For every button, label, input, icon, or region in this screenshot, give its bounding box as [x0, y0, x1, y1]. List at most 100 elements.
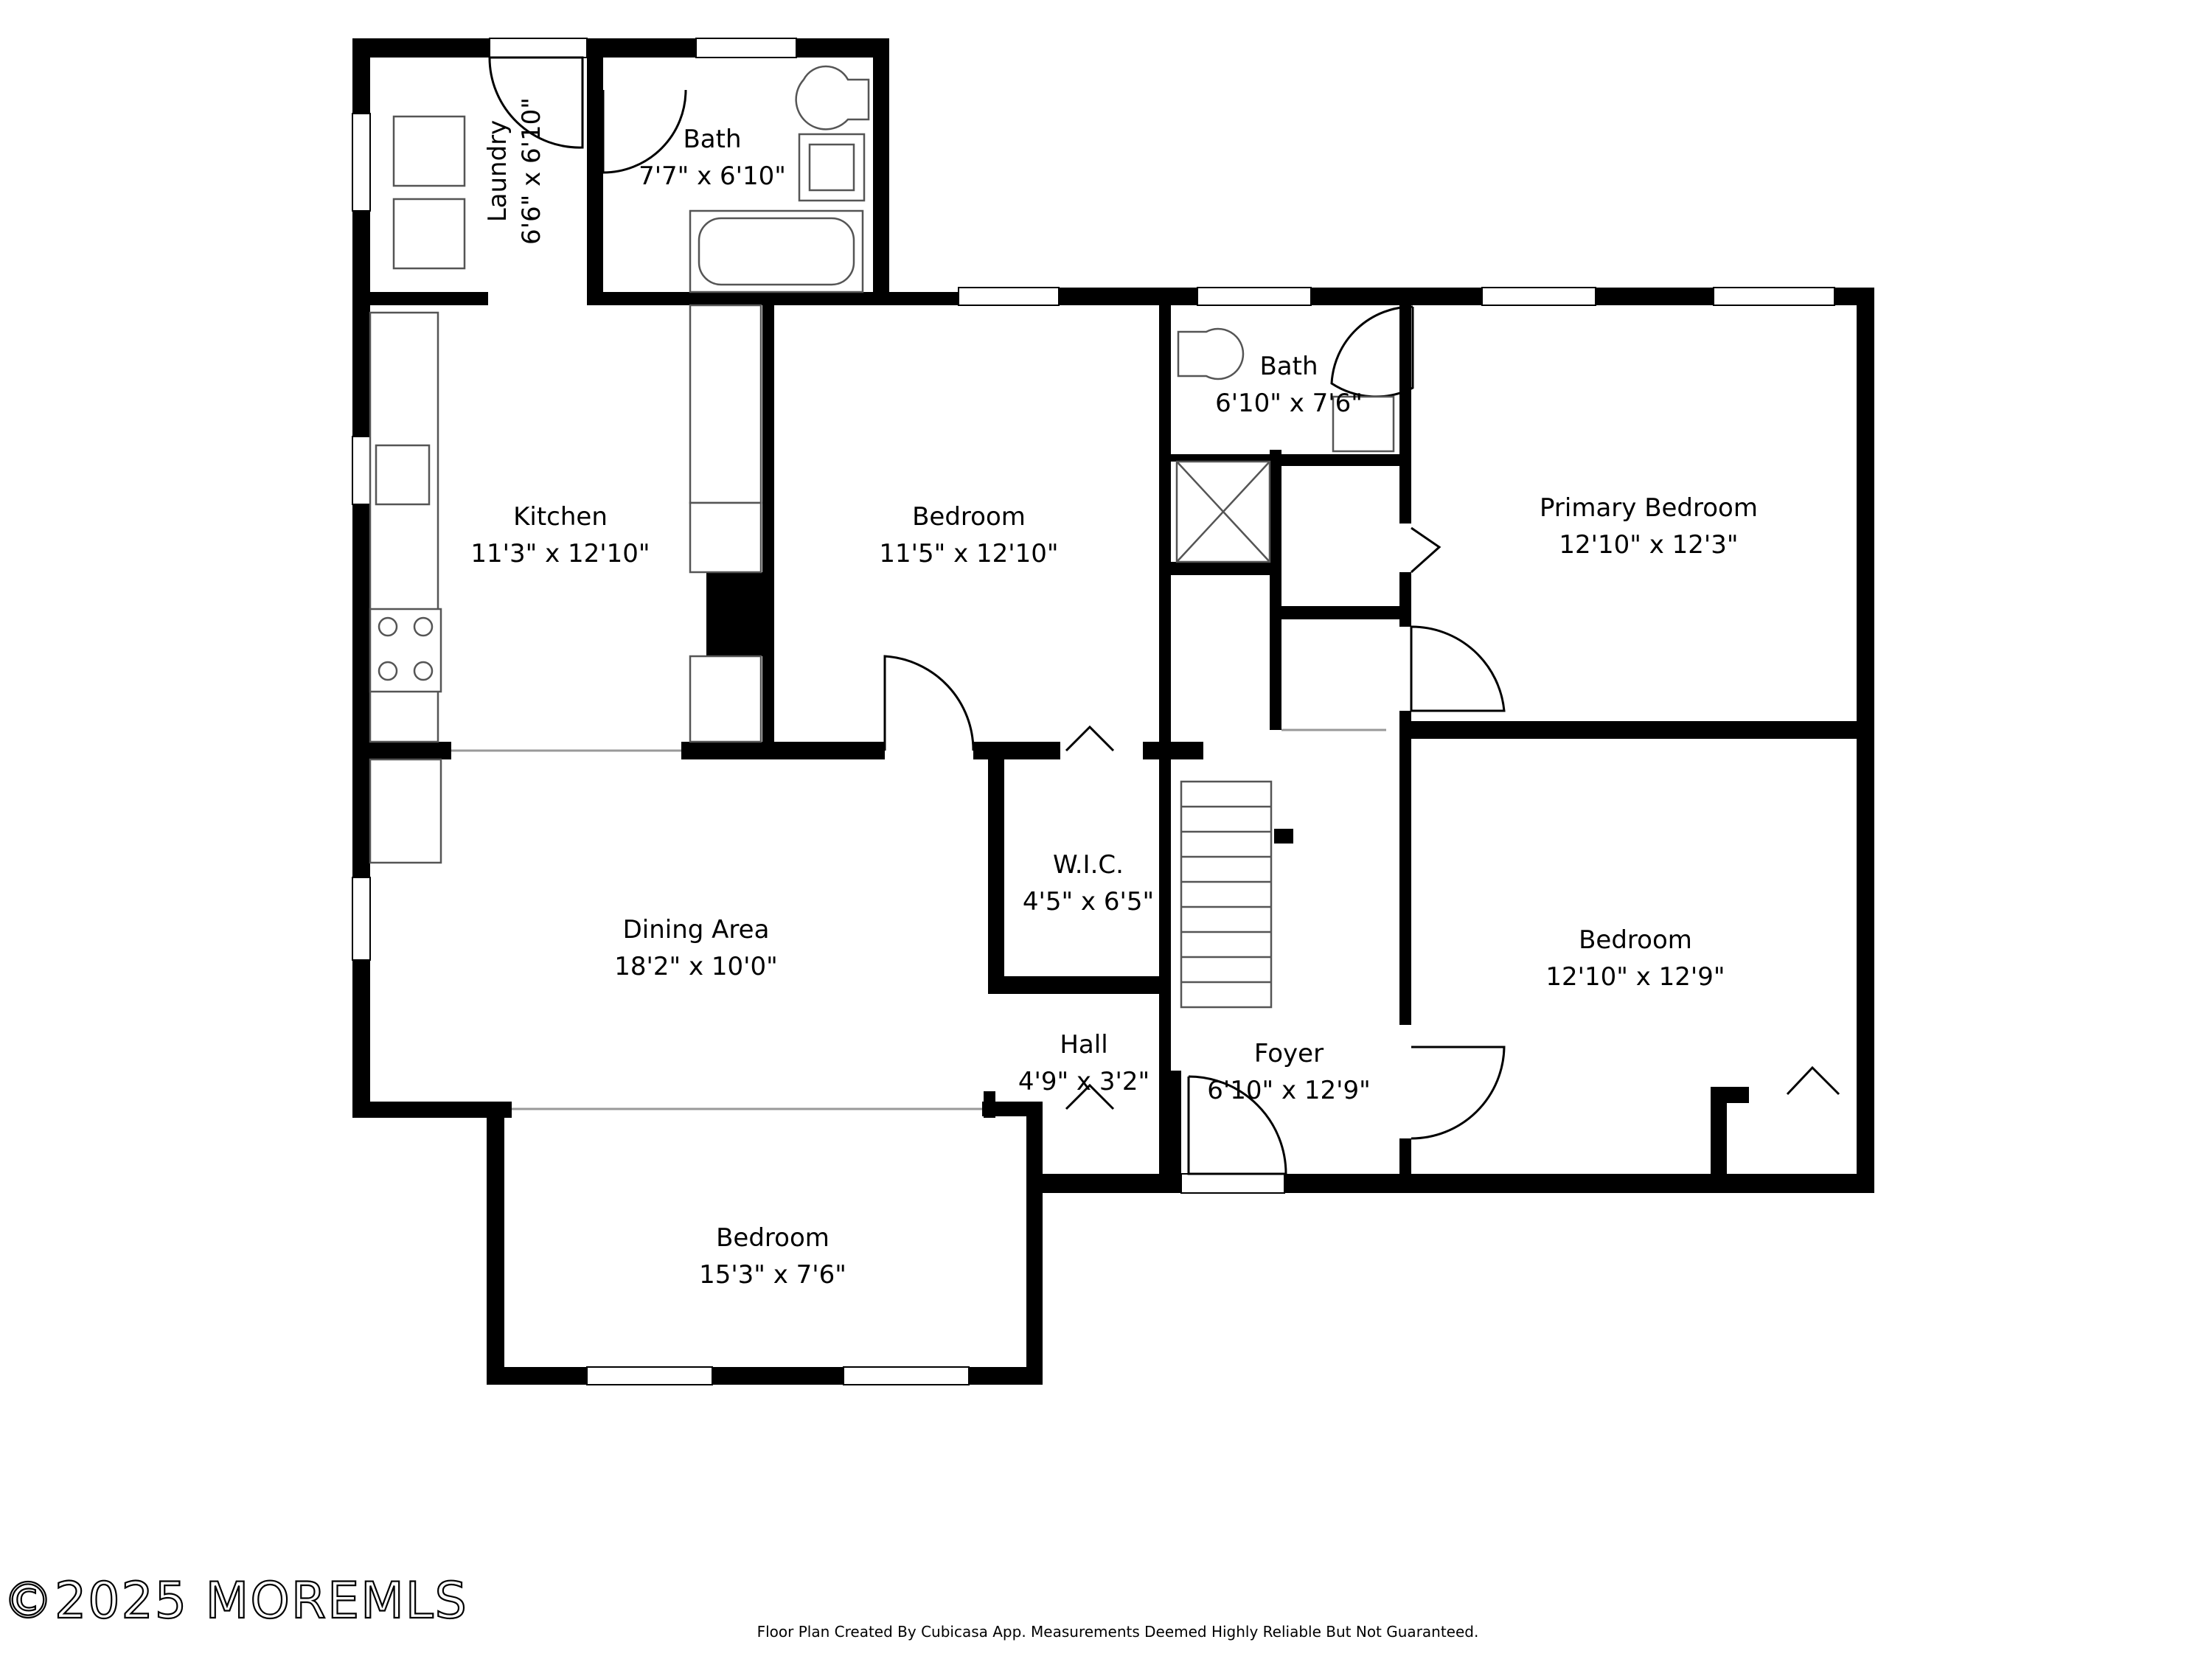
dining-area-name: Dining Area [623, 915, 770, 945]
wall-laundry-left-top [352, 38, 370, 114]
wall-stair-right [1270, 450, 1281, 730]
wall-bottom-mid [1035, 1174, 1169, 1193]
door-bedroom-mid [883, 655, 975, 751]
window-laundry-left [352, 113, 371, 212]
kitchen-size: 11'3" x 12'10" [470, 539, 650, 568]
wall-left-dining [352, 960, 370, 1118]
wall-bb-left [487, 1110, 504, 1385]
bedroom-mid-size: 11'5" x 12'10" [879, 539, 1058, 568]
doors [488, 56, 1840, 1175]
stairs [1180, 780, 1273, 1009]
wall-left-bottom [352, 1102, 512, 1118]
bedroom-right-size: 12'10" x 12'9" [1545, 962, 1725, 992]
wall-right-outer [1857, 288, 1874, 1193]
wall-laundry-bottom [352, 292, 488, 305]
disclaimer-text: Floor Plan Created By Cubicasa App. Meas… [757, 1623, 1479, 1641]
wall-bb-bottom-1 [487, 1367, 587, 1385]
wall-laundry-top [352, 38, 490, 58]
bath-right-name: Bath [1259, 352, 1318, 381]
kitchen-name: Kitchen [513, 502, 608, 532]
kitchen-cabinet-low [689, 655, 762, 743]
kitchen-sink [375, 444, 431, 506]
door-pb-pocket [1410, 526, 1441, 574]
wall-kitchen-bottom-left [352, 742, 451, 759]
wall-bath-right [873, 38, 889, 305]
wall-bb-bottom-2 [712, 1367, 844, 1385]
copyright-watermark: ©2025 MOREMLS [3, 1572, 468, 1630]
wall-wic-left [988, 751, 1004, 994]
wall-shower-bottom [1159, 562, 1274, 575]
door-laundry [488, 56, 584, 149]
dryer [392, 198, 466, 270]
wall-closet-right-left [1711, 1087, 1727, 1187]
sink-top-basin [808, 143, 855, 192]
wall-bb-bottom-3 [969, 1367, 1043, 1385]
dining-counter [369, 758, 442, 864]
wall-shower-top [1159, 454, 1274, 462]
wall-closet-bottom [1270, 606, 1411, 619]
window-foyer-bottom [1180, 1173, 1285, 1194]
hall-size: 4'9" x 3'2" [1018, 1067, 1150, 1096]
burner-3 [378, 661, 398, 681]
primary-bedroom-name: Primary Bedroom [1540, 493, 1758, 523]
wall-br-left [1399, 721, 1411, 1025]
window-pb-top-2 [1713, 287, 1835, 306]
bedroom-bottom-size: 15'3" x 7'6" [699, 1260, 846, 1290]
wall-wic-bottom [988, 976, 1159, 994]
door-hall-closet [1065, 1083, 1115, 1110]
wall-pb-left-2 [1399, 572, 1411, 627]
kitchen-fridge [689, 501, 762, 574]
window-dining-left [352, 877, 371, 961]
wall-hall-stub [984, 1091, 995, 1118]
window-bb-bottom-1 [586, 1366, 713, 1385]
walls [352, 38, 1874, 1385]
wall-foyer-notch [1274, 829, 1293, 844]
wall-top-mid-2 [1311, 288, 1482, 305]
wall-bath-bottom [1270, 454, 1408, 465]
openings [451, 728, 1386, 1110]
window-pb-top-1 [1481, 287, 1596, 306]
door-closet-right [1786, 1065, 1840, 1096]
burner-1 [378, 616, 398, 637]
door-br [1411, 1046, 1506, 1140]
burner-4 [413, 661, 434, 681]
laundry-size: 6'6" x 6'10" [517, 97, 546, 245]
wall-bedroom-bottom-2 [1143, 742, 1203, 759]
door-wic [1065, 725, 1115, 752]
wall-wic-top [988, 742, 1040, 759]
laundry-name: Laundry [483, 120, 512, 223]
room-labels: Laundry 6'6" x 6'10" Bath 7'7" x 6'10" K… [470, 97, 1758, 1290]
windows [352, 38, 1835, 1385]
tub-top-inner [698, 217, 855, 286]
bedroom-mid-name: Bedroom [912, 502, 1026, 532]
hall-name: Hall [1060, 1030, 1107, 1060]
fixtures [369, 65, 1395, 1009]
wall-left-kitchen [352, 504, 370, 877]
wall-top-mid [1059, 288, 1197, 305]
door-bath-top [602, 89, 687, 174]
wall-laundry-bath-div [587, 38, 603, 305]
window-bb-bottom-2 [843, 1366, 970, 1385]
bedroom-bottom-name: Bedroom [716, 1223, 830, 1253]
door-pb [1410, 625, 1506, 712]
window-bedroom-top [958, 287, 1060, 306]
toilet-top [795, 65, 870, 131]
wall-pb-left [1399, 302, 1411, 524]
window-bath-right-top [1197, 287, 1312, 306]
kitchen-cabinet-right [689, 304, 762, 504]
wall-pb-bottom [1399, 721, 1871, 739]
bath-top-name: Bath [683, 125, 741, 154]
door-foyer [1187, 1075, 1287, 1175]
sink-right [1332, 395, 1395, 453]
wall-laundry-left-mid [352, 211, 370, 437]
wall-fridge-block [706, 572, 762, 656]
dining-area-size: 18'2" x 10'0" [614, 952, 778, 981]
wic-size: 4'5" x 6'5" [1023, 887, 1154, 917]
primary-bedroom-size: 12'10" x 12'3" [1559, 530, 1738, 560]
bath-top-size: 7'7" x 6'10" [639, 161, 786, 191]
wall-foyer-left [1168, 1071, 1181, 1189]
window-laundry-top [489, 38, 588, 58]
wall-bb-right [1026, 1110, 1043, 1385]
